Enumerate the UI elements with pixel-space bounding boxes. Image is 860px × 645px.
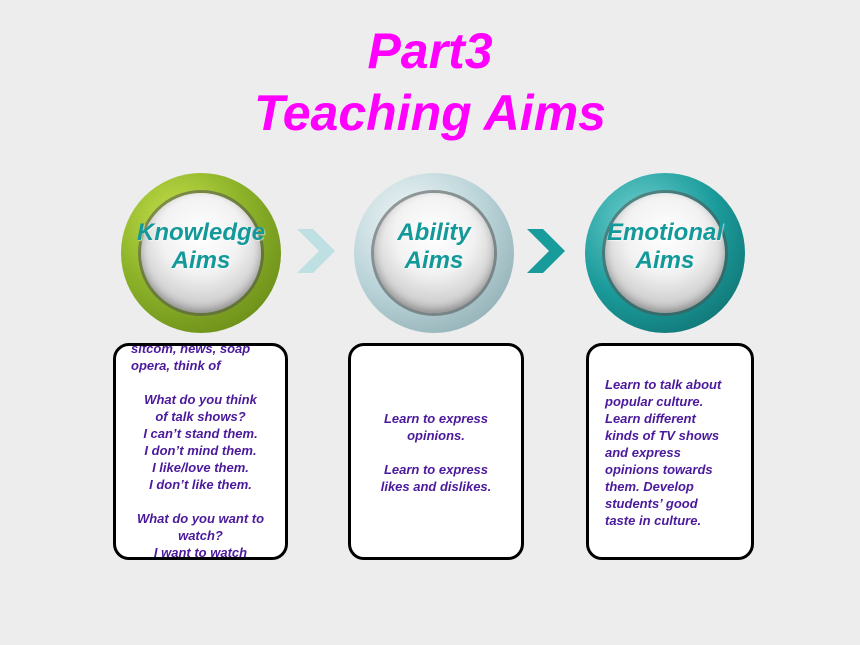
ability-aims-label: Ability Aims — [344, 219, 524, 275]
knowledge-text-line: What do you think — [144, 392, 257, 407]
emotional-label-line1: Emotional — [606, 219, 723, 246]
knowledge-aims-label: Knowledge Aims — [111, 219, 291, 275]
ability-text-line: Learn to express — [383, 462, 489, 477]
knowledge-text-line: What do you want to — [136, 511, 265, 526]
ability-aims-box: Learn to express opinions. Learn to expr… — [348, 343, 524, 560]
knowledge-aims-circle[interactable]: Knowledge Aims — [121, 173, 281, 333]
ability-label-line1: Ability — [397, 219, 471, 246]
ability-text-line: Learn to express — [383, 411, 489, 426]
ability-circle-inner — [374, 193, 494, 313]
knowledge-text-line: sitcom, news, soap — [131, 343, 251, 356]
emotional-aims-box: Learn to talk about popular culture. Lea… — [586, 343, 754, 560]
title-line-2: Teaching Aims — [254, 85, 606, 141]
emotional-aims-label: Emotional Aims — [575, 219, 755, 275]
title-line-1: Part3 — [367, 23, 493, 79]
emotional-text-line: kinds of TV shows — [605, 428, 720, 443]
knowledge-label-line2: Aims — [171, 247, 231, 274]
emotional-text-line: popular culture. — [605, 394, 704, 409]
knowledge-aims-box: sitcom, news, soap opera, think of What … — [113, 343, 288, 560]
knowledge-text-line: I don’t like them. — [149, 477, 252, 492]
emotional-text-line: and express — [605, 445, 681, 460]
ability-text-line: likes and dislikes. — [380, 479, 492, 494]
knowledge-text-line: opera, think of — [131, 358, 221, 373]
arrow-right-dark-icon — [527, 229, 565, 273]
ability-label-line2: Aims — [404, 247, 464, 274]
knowledge-text-line: of talk shows? — [155, 409, 246, 424]
knowledge-label-line1: Knowledge — [136, 219, 265, 246]
emotional-text-line: them. Develop — [605, 479, 694, 494]
knowledge-text-line: I like/love them. — [152, 460, 249, 475]
ability-text-line: opinions. — [407, 428, 465, 443]
emotional-text-line: taste in culture. — [605, 513, 702, 528]
emotional-text-line: opinions towards — [605, 462, 713, 477]
knowledge-circle-inner — [141, 193, 261, 313]
emotional-aims-text: Learn to talk about popular culture. Lea… — [605, 376, 745, 529]
knowledge-text-line: watch? — [178, 528, 223, 543]
knowledge-aims-text: sitcom, news, soap opera, think of What … — [116, 343, 285, 560]
emotional-text-line: Learn different — [605, 411, 696, 426]
emotional-label-line2: Aims — [635, 247, 695, 274]
knowledge-text-line: I want to watch — [153, 545, 248, 560]
emotional-text-line: students’ good — [605, 496, 698, 511]
emotional-text-line: Learn to talk about — [605, 377, 722, 392]
arrow-right-light-icon — [297, 229, 335, 273]
ability-aims-text: Learn to express opinions. Learn to expr… — [351, 410, 521, 495]
knowledge-text-line: I don’t mind them. — [144, 443, 257, 458]
emotional-aims-circle[interactable]: Emotional Aims — [585, 173, 745, 333]
emotional-circle-inner — [605, 193, 725, 313]
knowledge-text-line: I can’t stand them. — [143, 426, 258, 441]
ability-aims-circle[interactable]: Ability Aims — [354, 173, 514, 333]
